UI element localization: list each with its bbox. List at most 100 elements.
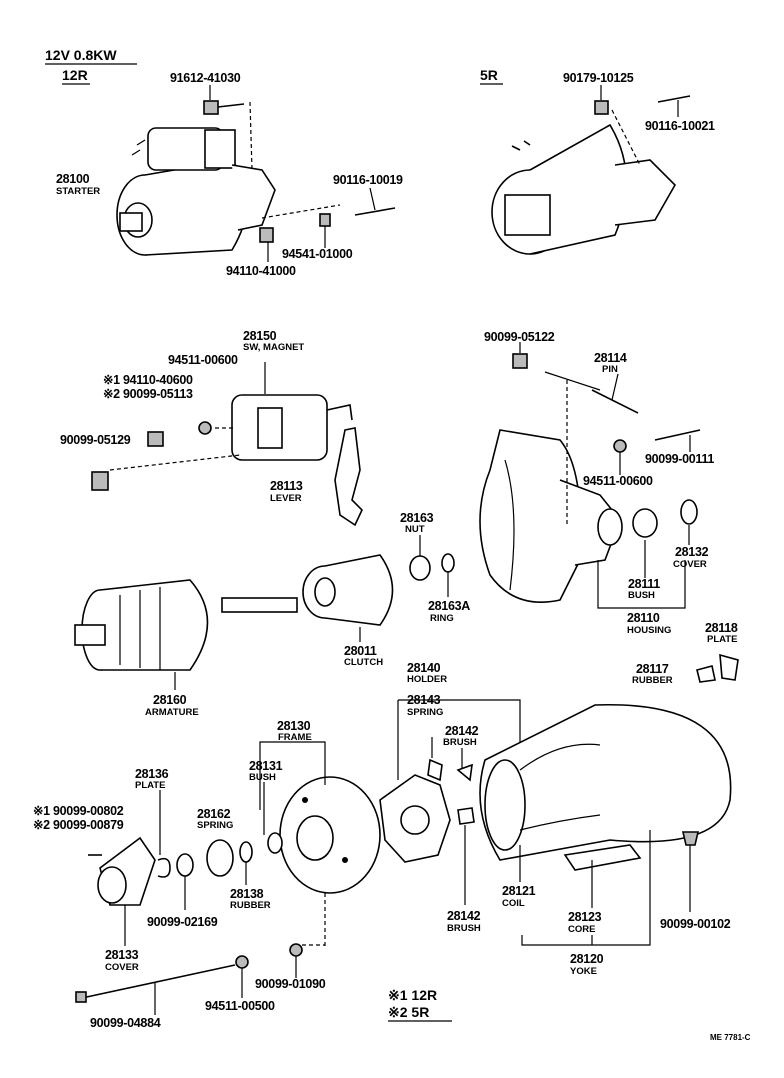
stud-90116-10021 [657,95,691,103]
label-28163-name: NUT [405,524,425,535]
variant-12r-heading: 12R [62,67,88,83]
label-28131-name: BUSH [249,772,276,783]
label-28111-name: BUSH [628,590,655,601]
label-90099-02169: 90099-02169 [147,915,218,929]
label-28121-name: COIL [502,898,525,909]
label-28114: 28114 [594,351,627,365]
label-28120-name: YOKE [570,966,597,977]
label-28117-name: RUBBER [632,675,673,686]
label-28143-name: SPRING [407,707,443,718]
nut-28163 [409,555,431,581]
label-90099-04884: 90099-04884 [90,1016,161,1030]
label-28142-upper: 28142 [445,724,479,738]
label-28163a-name: RING [430,613,454,624]
label-94511-00500: 94511-00500 [205,999,275,1013]
nut-90099-05122 [512,353,528,369]
spring-28143 [427,758,443,782]
label-28160: 28160 [153,693,187,707]
label-28133: 28133 [105,948,139,962]
pin-28114 [591,389,639,414]
label-90116-10021: 90116-10021 [645,119,715,133]
label-28123: 28123 [568,910,602,924]
label-28114-name: PIN [602,364,618,375]
nut-90099-01090 [289,943,303,957]
label-90099-00879: ※2 90099-00879 [33,818,124,832]
label-28131: 28131 [249,759,283,773]
reference-code: ME 7781-C [710,1033,751,1042]
label-28130-name: FRAME [278,732,312,743]
label-28110-name: HOUSING [627,625,671,636]
label-28121: 28121 [502,884,536,898]
stud-90116-10019 [354,207,396,216]
variant-5r-heading: 5R [480,67,498,83]
brush-28142 [456,763,473,782]
label-28118-name: PLATE [707,634,737,645]
label-90099-00802: ※1 90099-00802 [33,804,124,818]
magnet-switch-drawing [109,394,353,471]
label-28100: 28100 [56,172,90,186]
label-28140-name: HOLDER [407,674,447,685]
label-94110-41000: 94110-41000 [226,264,296,278]
label-28150: 28150 [243,329,277,343]
label-94511-00600-b: 94511-00600 [583,474,653,488]
label-90099-00111: 90099-00111 [645,452,714,466]
label-90116-10019: 90116-10019 [333,173,403,187]
label-28123-name: CORE [568,924,595,935]
clutch-drawing [302,554,394,626]
label-28132-name: COVER [673,559,707,570]
washer-94541 [319,213,331,227]
footnote-2: ※2 5R [388,1004,429,1020]
label-94541-01000: 94541-01000 [282,247,353,261]
plate-28118 [719,653,739,681]
label-28138: 28138 [230,887,264,901]
label-90099-00102: 90099-00102 [660,917,731,931]
screw-90099-00111 [654,429,701,441]
label-28162: 28162 [197,807,231,821]
label-28163a: 28163A [428,599,470,613]
label-28117: 28117 [636,662,669,676]
label-91612-41030: 91612-41030 [170,71,241,85]
label-28163: 28163 [400,511,434,525]
label-90099-05113: ※2 90099-05113 [103,387,193,401]
cover-28132 [680,499,698,525]
label-28120: 28120 [570,952,604,966]
label-28133-name: COVER [105,962,139,973]
label-94110-40600: ※1 94110-40600 [103,373,193,387]
label-28160-name: ARMATURE [145,707,199,718]
nut-90179-10125 [594,100,609,115]
spec-heading: 12V 0.8KW [45,47,117,63]
label-28118: 28118 [705,621,738,635]
label-28142-lower: 28142 [447,909,481,923]
nut-94110-41000 [259,227,274,243]
bolt-91612-41030 [203,100,219,115]
washer-94511-00500 [235,955,249,969]
brush-28142-lower [457,807,475,825]
frame-drawing [279,776,381,894]
brush-holder-drawing [379,774,451,863]
label-28140: 28140 [407,661,441,675]
label-28132: 28132 [675,545,709,559]
label-90099-01090: 90099-01090 [255,977,326,991]
label-94511-00600-a: 94511-00600 [168,353,238,367]
label-28113-name: LEVER [270,493,302,504]
spring-28162 [206,839,234,877]
label-28162-name: SPRING [197,820,233,831]
label-28142-lower-name: BRUSH [447,923,481,934]
plate-28136 [157,857,171,878]
label-28150-name: SW, MAGNET [243,342,304,353]
washer-94511-00600 [613,439,627,453]
label-28136-name: PLATE [135,780,165,791]
label-28142-upper-name: BRUSH [443,737,477,748]
label-28113: 28113 [270,479,303,493]
nut-94110-40600 [147,431,164,447]
label-28110: 28110 [627,611,660,625]
label-28138-name: RUBBER [230,900,271,911]
lever-28113 [334,427,363,527]
armature-drawing [74,579,298,671]
label-28111: 28111 [628,577,660,591]
label-28130: 28130 [277,719,311,733]
screw-90099-00102 [681,831,700,846]
rubber-28138 [239,841,253,863]
